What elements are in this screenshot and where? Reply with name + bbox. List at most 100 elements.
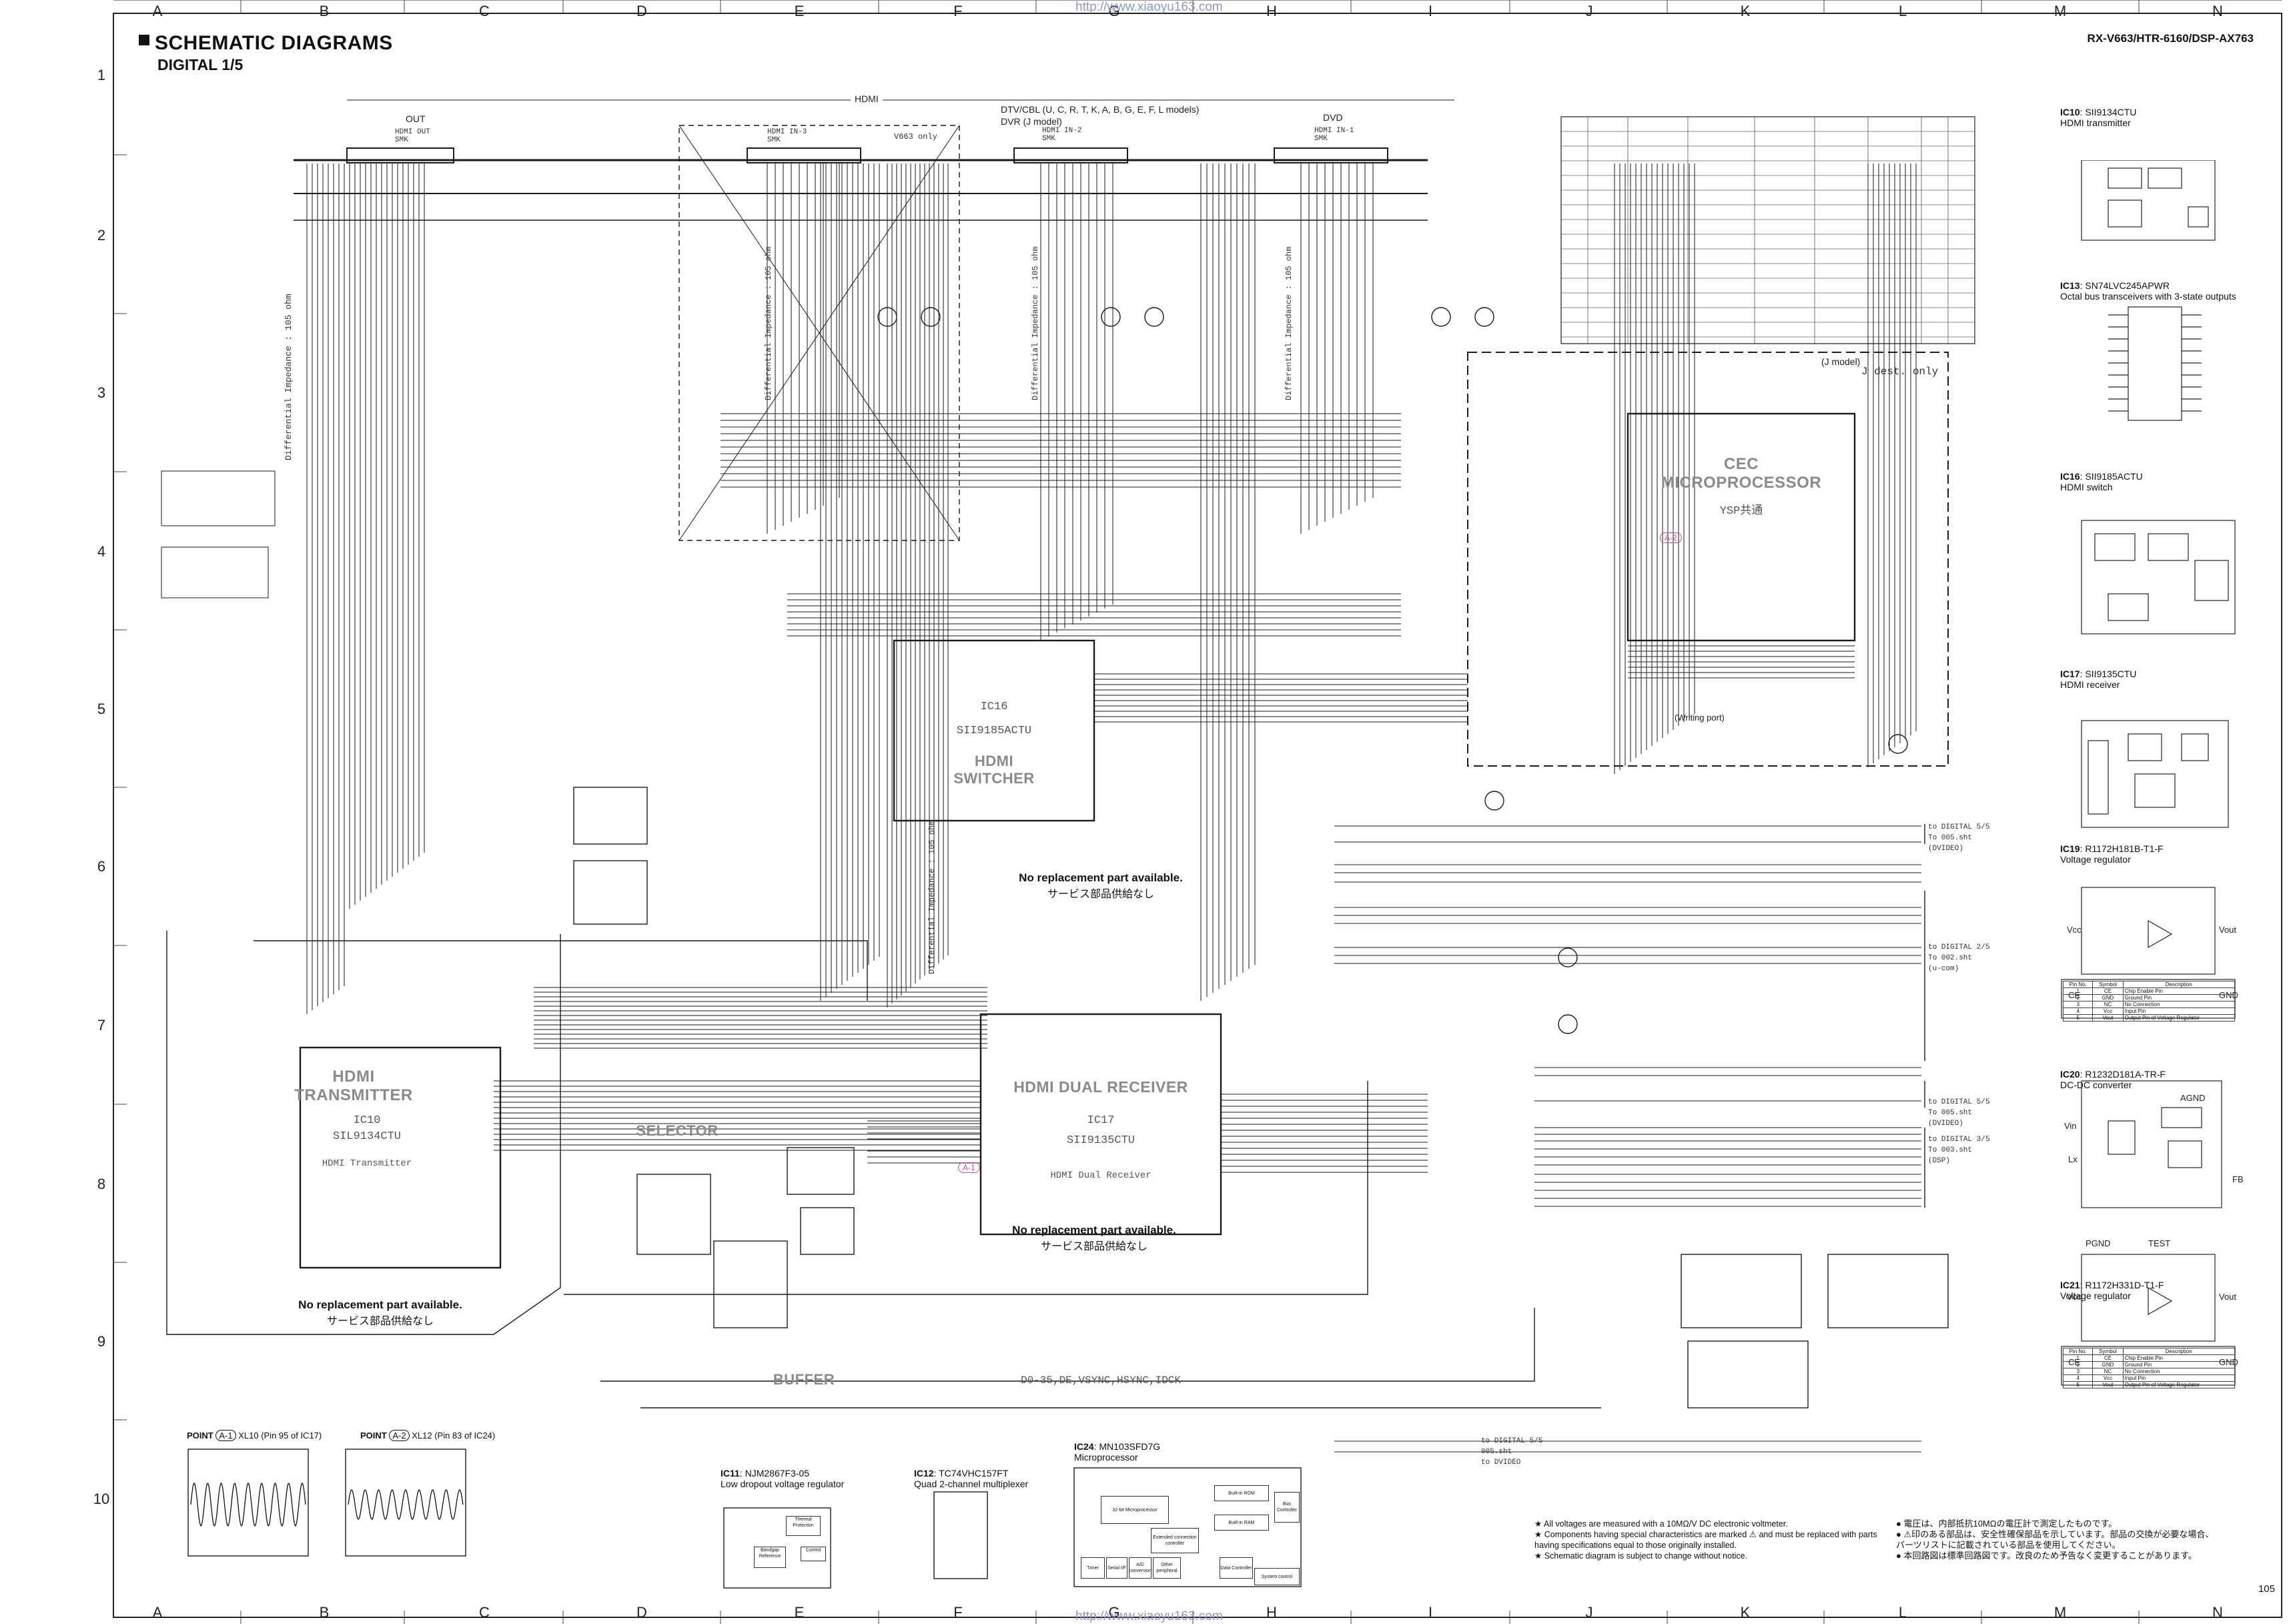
pin-table-cell: 5 xyxy=(2062,1014,2094,1022)
pin-table-cell: Output Pin of Voltage Regulator xyxy=(2122,1014,2236,1022)
pin-table-cell: 1 xyxy=(2062,987,2094,995)
ic24-block: Timer xyxy=(1081,1557,1105,1579)
differential-impedance-label-4: Differential Impedance : 105 ohm xyxy=(1284,246,1294,400)
grid-col-label: M xyxy=(2053,3,2067,19)
grid-col-label: J xyxy=(1585,3,1593,19)
point-id-badge: A-2 xyxy=(389,1430,410,1441)
ic10-desc: HDMI Transmitter xyxy=(322,1158,412,1169)
ic24-block: Extended connection controller xyxy=(1151,1528,1199,1553)
ic11-block: Control xyxy=(801,1547,826,1561)
side-ic-ref: IC13 xyxy=(2060,280,2080,291)
pin-table-cell: 1 xyxy=(2062,1354,2094,1362)
hdmi-switcher-title: HDMI SWITCHER xyxy=(953,753,1035,787)
destination-to: to DIGITAL 5/5 xyxy=(1928,1098,1990,1106)
side-ic-desc: HDMI receiver xyxy=(2060,679,2120,690)
pin-table-header: Description xyxy=(2122,1348,2236,1355)
notes-japanese: ● 電圧は、内部抵抗10MΩの電圧計で測定したものです。 ● ⚠印のある部品は、… xyxy=(1896,1519,2216,1561)
ic20-vin-pin: Vin xyxy=(2064,1121,2077,1131)
bottom-ic-part: MN103SFD7G xyxy=(1099,1441,1161,1452)
pin-table-cell: Chip Enable Pin xyxy=(2122,987,2236,995)
note-jp-3: ● 本回路図は標準回路図です。改良のため予告なく変更することがあります。 xyxy=(1896,1551,2197,1561)
side-ic-part: SII9135CTU xyxy=(2085,669,2137,679)
waveform-point-title: POINT A-2 XL12 (Pin 83 of IC24) xyxy=(360,1430,496,1441)
grid-row-label: 3 xyxy=(97,384,106,401)
url-bottom[interactable]: http://www.xiaoyu163.com xyxy=(1075,1609,1223,1623)
destination-to: to DIGITAL 2/5 xyxy=(1928,943,1990,951)
data-bus-label: D0-35,DE,VSYNC,HSYNC,IDCK xyxy=(1020,1374,1182,1386)
warning-3-jp: サービス部品供給なし xyxy=(326,1316,434,1327)
ic20-pgnd-pin: PGND xyxy=(2086,1238,2111,1248)
grid-col-label-bottom: M xyxy=(2053,1604,2067,1621)
pin-table-cell: 3 xyxy=(2062,1001,2094,1008)
point-id-badge: A-1 xyxy=(215,1430,236,1441)
side-ic-ref: IC17 xyxy=(2060,669,2080,679)
in2-connector-label: HDMI IN-2 SMK xyxy=(1042,127,1082,143)
pin-table-header: Symbol xyxy=(2092,981,2124,988)
ic11-block: Thermal Protection xyxy=(786,1516,821,1536)
differential-impedance-label: Differential Impedance : 105 ohm xyxy=(284,294,294,460)
ic21-vcc-pin: Vcc xyxy=(2067,1292,2082,1302)
bottom-ic-ref: IC12 xyxy=(914,1468,934,1479)
side-ic-diagrams xyxy=(2061,160,2236,1386)
side-ic-desc: DC-DC converter xyxy=(2060,1080,2132,1090)
grid-col-label: N xyxy=(2212,3,2223,19)
grid-col-label: H xyxy=(1266,3,1277,19)
point-a2-marker: A-2 xyxy=(1660,532,1682,543)
pin-table-cell: 2 xyxy=(2062,1361,2094,1368)
pin-table-header: Symbol xyxy=(2092,1348,2124,1355)
note-jp-2: ● ⚠印のある部品は、安全性確保部品を示しています。部品の交換が必要な場合、パー… xyxy=(1896,1529,2214,1550)
pin-table-header: Pin No. xyxy=(2062,1348,2094,1355)
pin-table-cell: NC xyxy=(2092,1001,2124,1008)
differential-impedance-label-5: Differential Impedance : 105 ohm xyxy=(927,820,937,974)
bottom-ic-desc: Microprocessor xyxy=(1074,1452,1138,1463)
pin-table-cell: Vcc xyxy=(2092,1374,2124,1382)
warning-1-jp: サービス部品供給なし xyxy=(1047,889,1154,900)
point-desc: XL12 (Pin 83 of IC24) xyxy=(412,1431,496,1441)
ic24-block: 32-bit Microprocessor xyxy=(1101,1496,1169,1524)
ic24-block: Built-in ROM xyxy=(1214,1485,1269,1501)
pin-table-cell: No Connection xyxy=(2122,1368,2236,1375)
ic24-block: A/D conversion xyxy=(1129,1557,1152,1579)
pin-table-cell: Chip Enable Pin xyxy=(2122,1354,2236,1362)
side-ic-ref: IC21 xyxy=(2060,1280,2080,1290)
warning-2-jp: サービス部品供給なし xyxy=(1040,1241,1148,1252)
url-top[interactable]: http://www.xiaoyu163.com xyxy=(1075,0,1223,14)
j-model-label: (J model) xyxy=(1821,356,1861,367)
side-ic-part: R1232D181A-TR-F xyxy=(2085,1069,2166,1080)
grid-row-label: 4 xyxy=(97,543,106,560)
pin-table-header: Pin No. xyxy=(2062,981,2094,988)
notes-english: ★ All voltages are measured with a 10MΩ/… xyxy=(1534,1519,1881,1561)
pin-table-cell: GND xyxy=(2092,994,2124,1001)
side-ic-part: SII9134CTU xyxy=(2085,107,2137,117)
destination-dest: to DVIDEO xyxy=(1481,1459,1521,1467)
side-ic-desc: Octal bus transceivers with 3-state outp… xyxy=(2060,291,2236,302)
destination-file: To 002.sht xyxy=(1928,954,1973,962)
pin-table-cell: Ground Pin xyxy=(2122,994,2236,1001)
destination-file: To 005.sht xyxy=(1928,834,1973,842)
grid-row-label: 6 xyxy=(97,858,106,875)
grid-col-label-bottom: F xyxy=(953,1604,963,1621)
ic17-ref: IC17 xyxy=(1087,1114,1115,1127)
title-square-icon xyxy=(139,35,149,45)
side-ic-part: R1172H181B-T1-F xyxy=(2085,843,2164,854)
differential-impedance-label-3: Differential Impedance : 105 ohm xyxy=(1031,246,1040,400)
grid-row-label: 10 xyxy=(93,1491,110,1507)
grid-row-label: 1 xyxy=(97,67,106,83)
point-word: POINT xyxy=(187,1431,213,1441)
side-ic-desc: Voltage regulator xyxy=(2060,1290,2131,1301)
grid-col-label-bottom: K xyxy=(1740,1604,1751,1621)
bottom-ic-ref: IC24 xyxy=(1074,1441,1094,1452)
ic16-part: SII9185ACTU xyxy=(956,725,1032,737)
destination-file: To 005.sht xyxy=(1928,1109,1973,1117)
